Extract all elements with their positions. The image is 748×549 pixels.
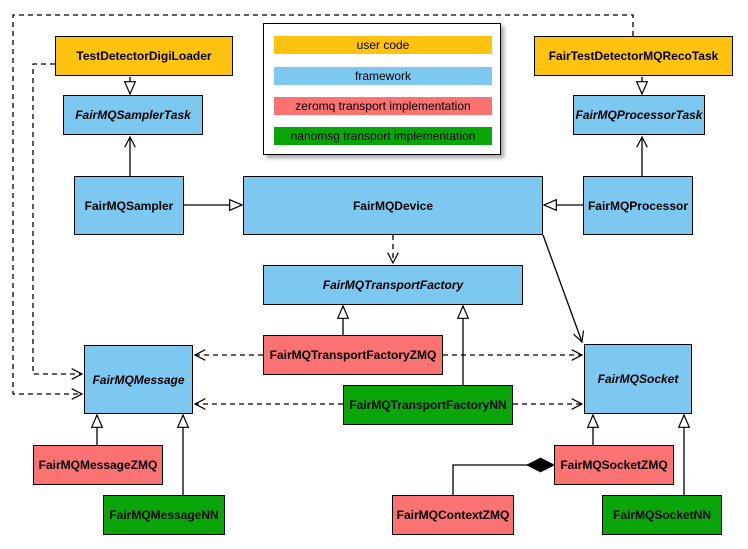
node-testdetectordigiloader: TestDetectorDigiLoader <box>55 36 233 76</box>
legend-item-nanomsg: nanomsg transport implementation <box>274 127 492 145</box>
node-fairmqcontextzmq: FairMQContextZMQ <box>392 495 514 535</box>
node-label: FairMQSocketNN <box>612 508 712 522</box>
node-fairmqtransportfactorynn: FairMQTransportFactoryNN <box>343 385 513 425</box>
node-fairmqmessagenn: FairMQMessageNN <box>103 495 225 535</box>
node-label: FairMQContextZMQ <box>396 508 510 522</box>
legend-label: nanomsg transport implementation <box>290 129 476 143</box>
node-label: FairMQSocketZMQ <box>560 458 668 472</box>
composition-diamond <box>525 457 556 473</box>
node-fairmqsocketzmq: FairMQSocketZMQ <box>554 445 674 485</box>
legend-item-zeromq: zeromq transport implementation <box>274 97 492 115</box>
node-fairmqtransportfactoryzmq: FairMQTransportFactoryZMQ <box>263 335 443 375</box>
node-fairmqdevice: FairMQDevice <box>243 176 543 235</box>
node-fairmqprocessortask: FairMQProcessorTask <box>573 95 705 135</box>
node-fairmqsampler: FairMQSampler <box>74 176 184 235</box>
legend-item-framework: framework <box>274 67 492 85</box>
node-label: FairMQMessageZMQ <box>38 458 158 472</box>
node-label: FairMQProcessorTask <box>575 108 703 122</box>
node-label: FairMQTransportFactoryNN <box>349 398 507 412</box>
legend-label: framework <box>354 69 411 83</box>
edge-device-socket <box>542 234 585 344</box>
node-label: FairMQDevice <box>352 198 434 213</box>
edge-contextzmq-socketzmq <box>452 464 528 495</box>
legend-label: user code <box>356 38 410 52</box>
legend-item-user-code: user code <box>274 36 492 54</box>
node-fairmqsamplertask: FairMQSamplerTask <box>63 95 203 135</box>
node-label: FairMQMessage <box>92 372 185 387</box>
node-fairmqmessagezmq: FairMQMessageZMQ <box>33 445 163 485</box>
node-fairmqsocket: FairMQSocket <box>584 344 692 414</box>
node-label: TestDetectorDigiLoader <box>76 49 212 63</box>
node-label: FairMQTransportFactoryZMQ <box>269 348 437 362</box>
node-fairmqsocketnn: FairMQSocketNN <box>602 495 722 535</box>
node-label: FairMQTransportFactory <box>322 278 464 292</box>
node-label: FairMQSamplerTask <box>75 108 191 122</box>
node-fairtestdetectormqrecotask: FairTestDetectorMQRecoTask <box>534 36 733 76</box>
node-label: FairMQMessageNN <box>109 508 219 522</box>
node-label: FairMQProcessor <box>587 198 689 213</box>
node-label: FairMQSampler <box>84 198 174 213</box>
node-label: FairTestDetectorMQRecoTask <box>548 49 719 63</box>
edge-recotask-message <box>12 14 634 400</box>
legend: user code framework zeromq transport imp… <box>263 23 501 155</box>
edge-digiloader-message <box>32 63 84 380</box>
legend-label: zeromq transport implementation <box>295 99 471 113</box>
node-fairmqtransportfactory: FairMQTransportFactory <box>263 265 523 305</box>
node-fairmqprocessor: FairMQProcessor <box>583 176 693 235</box>
node-fairmqmessage: FairMQMessage <box>84 345 193 414</box>
node-label: FairMQSocket <box>597 372 679 386</box>
